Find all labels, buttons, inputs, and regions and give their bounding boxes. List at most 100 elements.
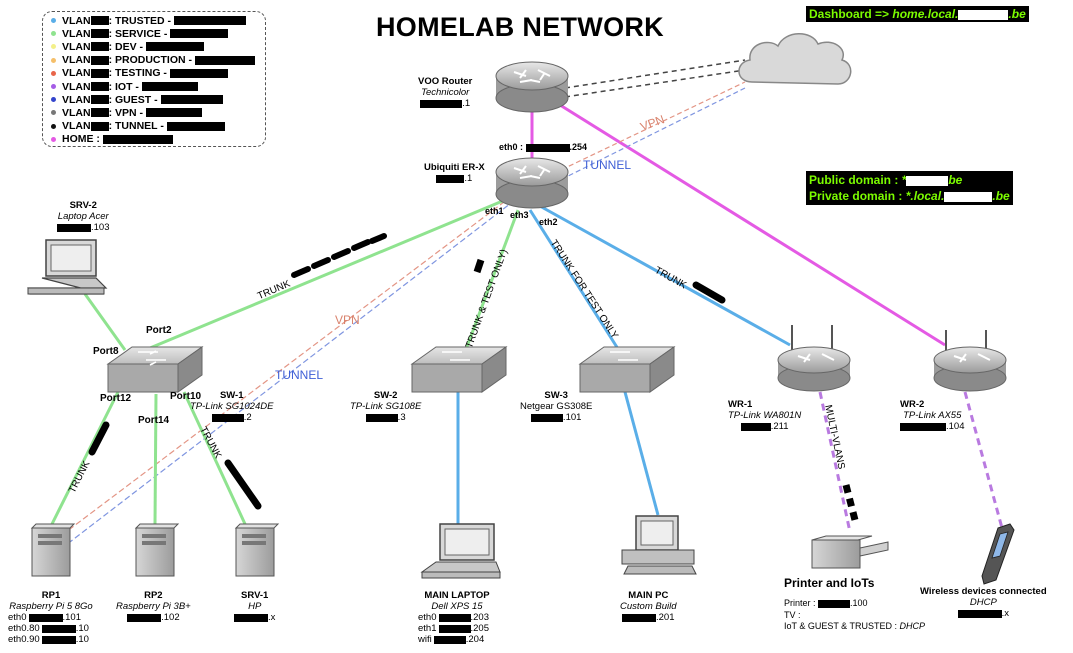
link-router-cloud-2 <box>564 69 746 98</box>
link-tunnel-erx-rp1 <box>65 199 516 546</box>
legend-color-dot-icon <box>51 44 56 50</box>
redacted-subnet <box>169 68 228 78</box>
link-sw3-pc <box>623 391 660 516</box>
redacted-subnet <box>160 95 223 105</box>
redacted-vlan-id <box>90 68 109 78</box>
diagram-title: HOMELAB NETWORK <box>376 12 664 42</box>
rp2-label: RP2 Raspberry Pi 3B+ .102 <box>116 590 191 623</box>
vpn-label-left: VPN <box>335 313 360 327</box>
sw1-port12-label: Port12 <box>100 393 132 404</box>
erx-eth0-label: eth0 : .254 <box>499 142 588 152</box>
trunk-marker-sw2 <box>473 258 485 274</box>
redacted-vlan-id <box>90 121 109 131</box>
interface-row: eth1.205 <box>418 623 489 634</box>
link-sw1-srv1 <box>182 391 247 525</box>
rp2-server-icon <box>134 523 180 577</box>
wr2-wireless-router-icon <box>933 330 1007 392</box>
erx-eth3-label: eth3 <box>510 210 529 220</box>
legend-color-dot-icon <box>51 18 56 24</box>
link-wr2-wireless <box>963 391 1004 529</box>
legend-item: VLAN: VPN - <box>51 106 265 119</box>
sw1-port14-label: Port14 <box>138 415 170 426</box>
redacted-domain <box>958 9 1009 20</box>
link-sw1-rp1 <box>50 391 120 525</box>
redacted-vlan-id <box>90 95 109 105</box>
legend-color-dot-icon <box>51 70 56 76</box>
legend-color-dot-icon <box>51 136 56 142</box>
interface-row: wifi.204 <box>418 634 485 645</box>
interface-row: eth0.90.10 <box>8 634 89 645</box>
domains-box: Public domain : *be Private domain : *.l… <box>806 171 1013 205</box>
trunk-markers-erx-sw1 <box>291 233 387 278</box>
sw2-label: SW-2 TP-Link SG108E .3 <box>350 390 422 423</box>
printer-icon <box>811 535 889 569</box>
redacted-vlan-id <box>90 108 109 118</box>
redacted-subnet <box>141 82 198 92</box>
interface-row: eth0.80.10 <box>8 623 89 634</box>
main-pc-label: MAIN PC Custom Build .201 <box>620 590 677 623</box>
tunnel-label-top: TUNNEL <box>583 158 632 172</box>
link-router-cloud-1 <box>564 59 746 89</box>
redacted-subnet <box>194 55 255 65</box>
wr2-label: WR-2 TP-Link AX55 .104 <box>900 399 965 432</box>
redacted-subnet <box>145 108 202 118</box>
vlan-legend: VLAN: TRUSTED - VLAN: SERVICE - VLAN: DE… <box>42 11 266 147</box>
erx-router-label: Ubiquiti ER-X .1 <box>424 162 485 184</box>
link-home-router-wr2 <box>559 103 946 347</box>
link-vpn-erx-cloud <box>539 81 746 181</box>
voo-router-label: VOO Router Technicolor .1 <box>418 76 473 109</box>
erx-eth2-label: eth2 <box>539 217 558 227</box>
rp1-server-icon <box>30 523 76 577</box>
main-pc-icon <box>621 515 697 575</box>
iot-row: IoT & GUEST & TRUSTED : DHCP <box>784 621 926 631</box>
redacted-vlan-id <box>90 42 109 52</box>
sw3-switch-icon <box>578 346 676 393</box>
tunnel-label-left: TUNNEL <box>275 368 324 382</box>
private-domain-row: Private domain : *.local..be <box>809 189 1010 203</box>
voo-router-icon <box>495 61 569 113</box>
sw1-port2-label: Port2 <box>146 325 172 336</box>
redacted-private-domain <box>944 191 993 202</box>
link-sw1-rp2 <box>153 393 158 525</box>
dashboard-label: Dashboard => home.local..be <box>806 6 1029 22</box>
srv1-server-icon <box>234 523 280 577</box>
erx-eth1-label: eth1 <box>485 206 504 216</box>
trunk-marker-wr1 <box>692 281 726 304</box>
redacted-subnet <box>166 121 225 131</box>
link-erx-sw2-trunk <box>463 209 520 353</box>
sw1-port10-label: Port10 <box>170 391 202 402</box>
redacted-vlan-id <box>90 29 109 39</box>
legend-color-dot-icon <box>51 57 56 63</box>
interface-row: eth0.101 <box>8 612 81 623</box>
trunk-marker-srv1 <box>224 459 262 510</box>
tv-row: TV : <box>784 610 801 620</box>
srv2-laptop-icon <box>27 239 108 295</box>
redacted-vlan-id <box>90 82 109 92</box>
erx-router-icon <box>495 157 569 209</box>
mobile-phone-icon <box>981 523 1015 585</box>
public-domain-row: Public domain : *be <box>809 173 963 187</box>
legend-item: VLAN: TUNNEL - <box>51 120 265 133</box>
legend-item: VLAN: PRODUCTION - <box>51 54 265 67</box>
srv2-label: SRV-2 Laptop Acer .103 <box>57 200 110 233</box>
legend-item: VLAN: DEV - <box>51 40 265 53</box>
srv1-label: SRV-1 HP .x <box>234 590 275 623</box>
link-vpn-erx-rp1 <box>61 195 513 536</box>
sw2-switch-icon <box>410 346 508 393</box>
link-srv2-sw1 <box>83 293 127 351</box>
redacted-subnet <box>170 29 229 39</box>
printer-ip-row: Printer : .100 <box>784 598 868 608</box>
redacted-vlan-id <box>90 55 109 65</box>
trunk-marker-rp1 <box>88 421 110 456</box>
legend-item: VLAN: GUEST - <box>51 93 265 106</box>
trunk-marker-printer <box>842 484 860 525</box>
redacted-vlan-id <box>90 16 109 26</box>
cloud-icon <box>738 33 852 85</box>
legend-color-dot-icon <box>51 110 56 116</box>
link-erx-wr1-trunk <box>537 203 791 347</box>
sw1-label: SW-1 TP-Link SG1024DE .2 <box>190 390 274 423</box>
